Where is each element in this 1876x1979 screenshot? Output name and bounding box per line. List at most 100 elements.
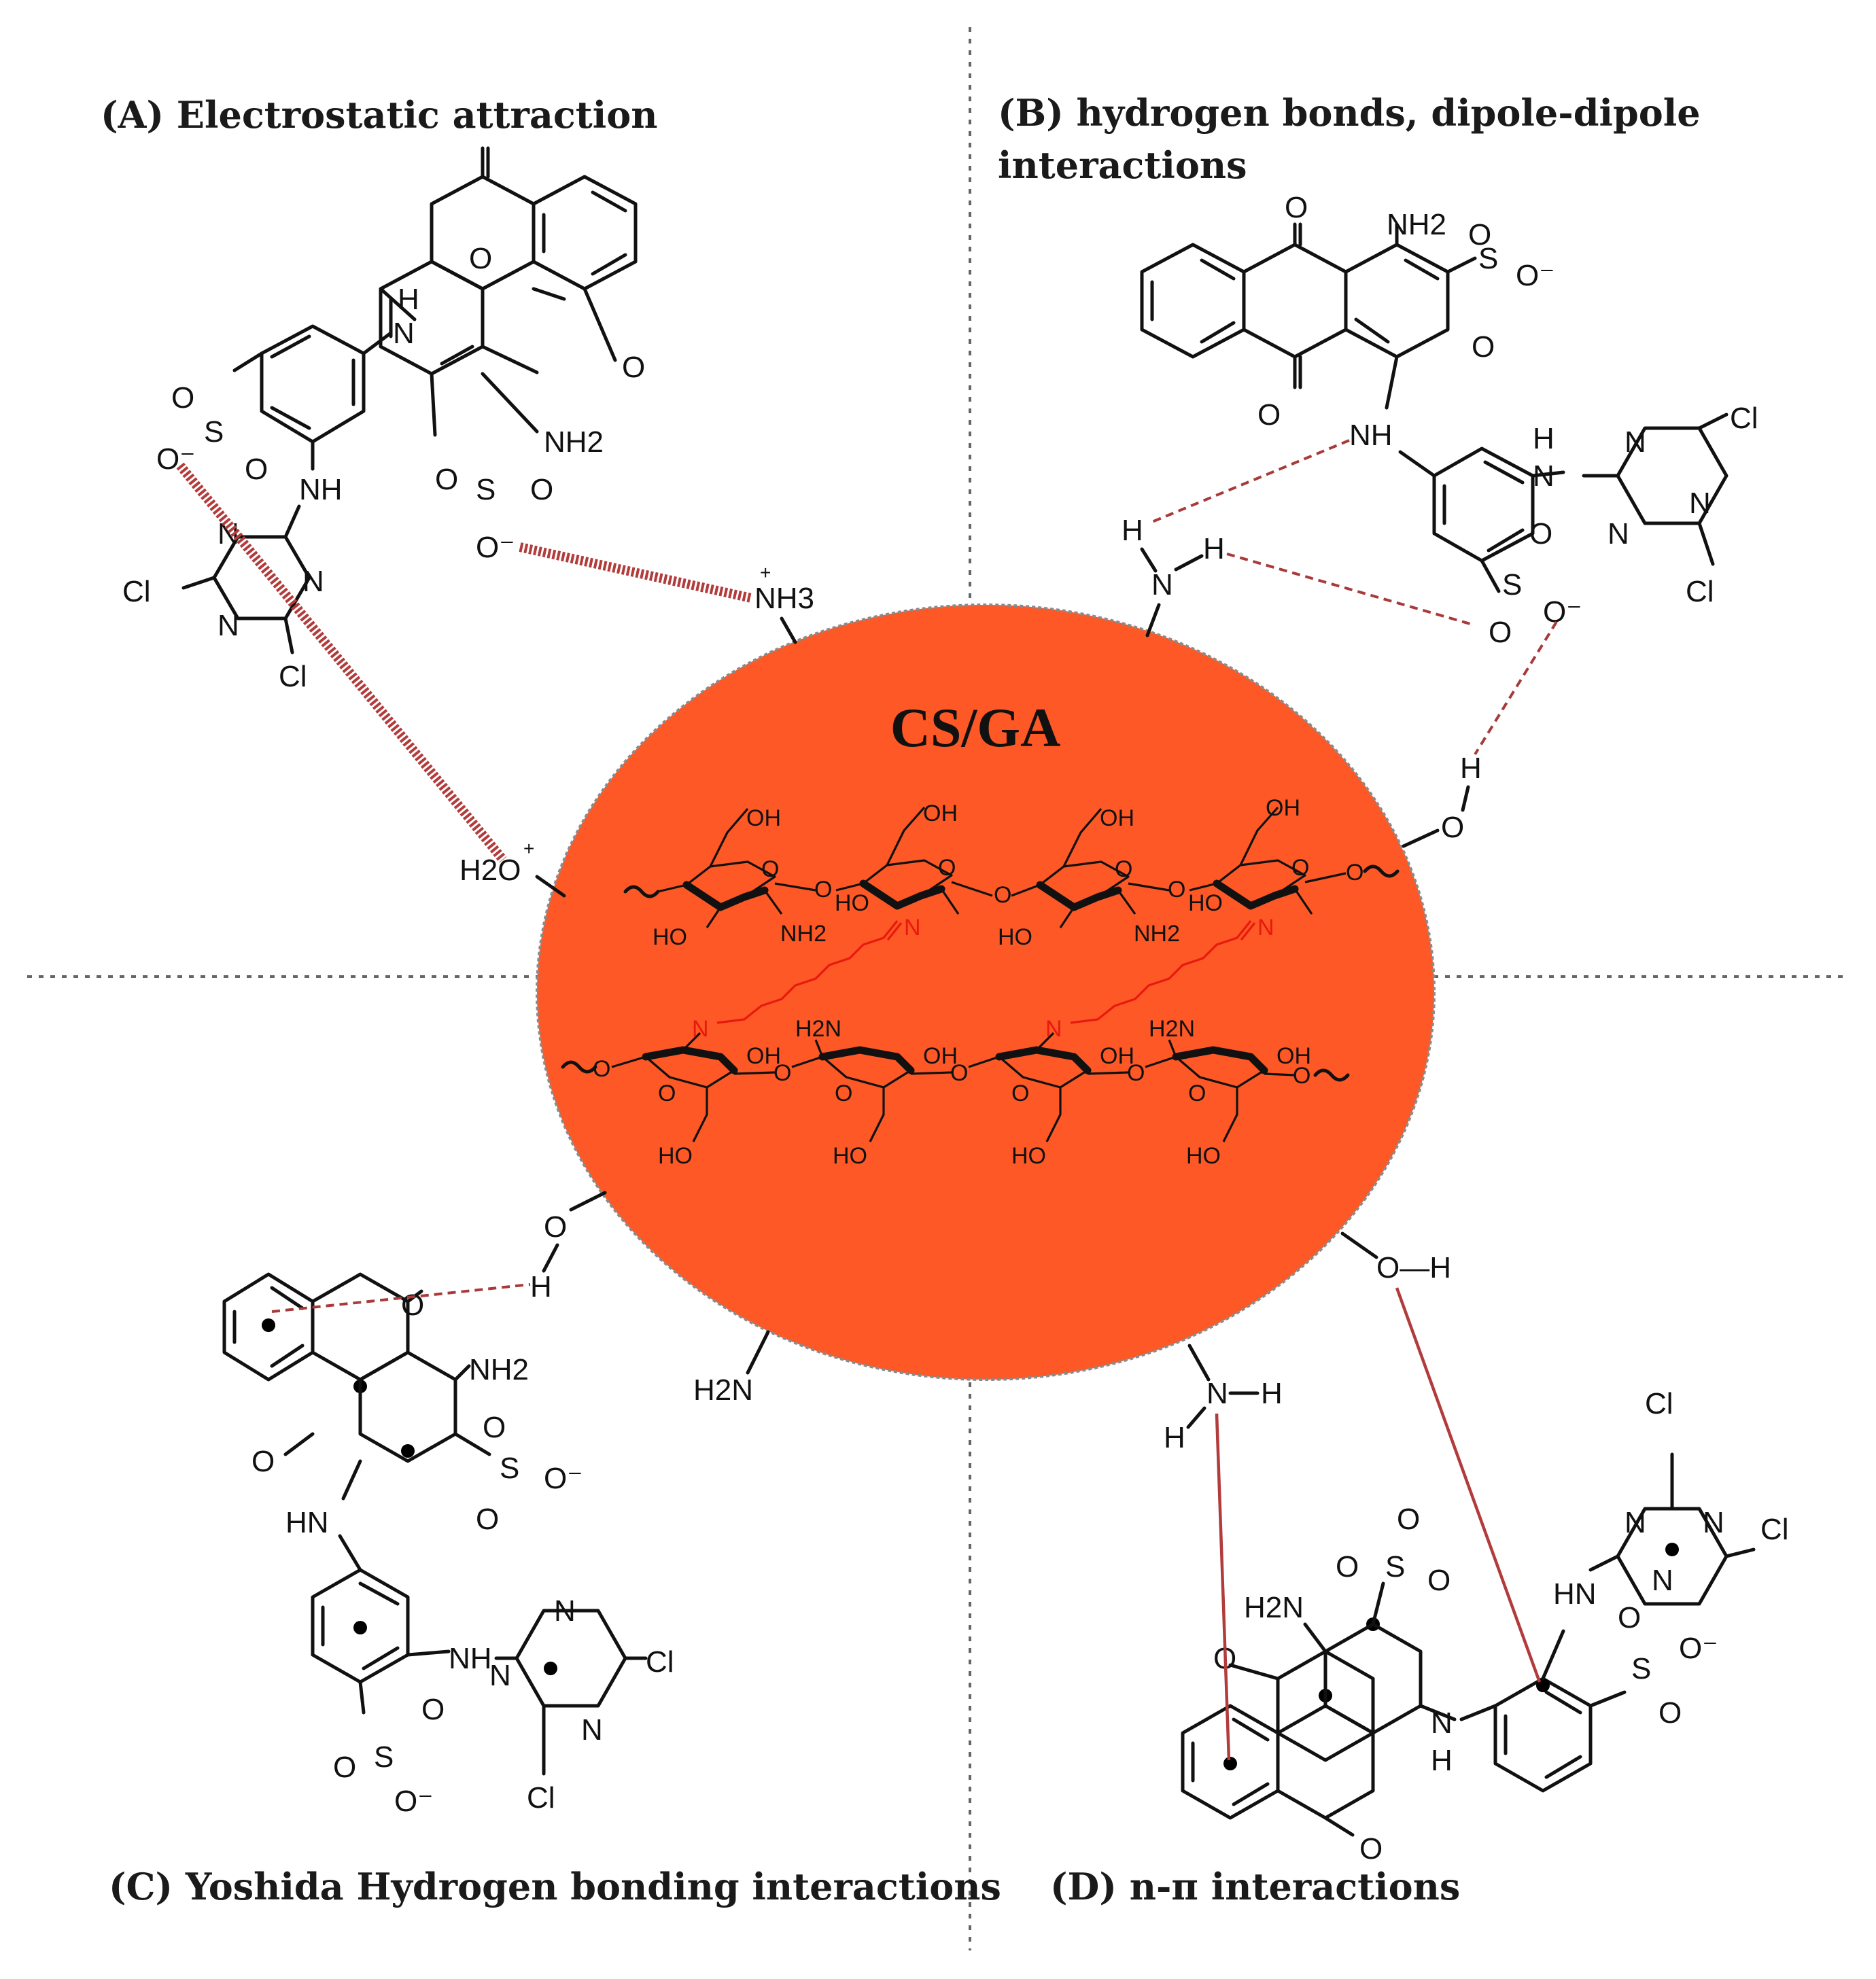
pi-center-dot <box>401 1444 415 1458</box>
cs-ga-particle: CS/GA O OH HO NH2 O <box>536 603 1436 1381</box>
triazine-n: N <box>489 1659 511 1692</box>
ring <box>260 324 366 444</box>
oh-label: OH <box>1266 795 1300 821</box>
surface-oh-group-b: O H <box>1402 752 1482 848</box>
oh-label: OH <box>746 805 781 831</box>
nh2-d-n: N <box>1206 1377 1228 1410</box>
o-ring: O <box>1291 855 1309 881</box>
triazine-n: N <box>1652 1564 1673 1597</box>
carbonyl-o: O <box>401 1289 424 1322</box>
hbond-b-3 <box>1474 620 1558 756</box>
o-glycosidic: O <box>774 1060 791 1086</box>
h2n-c-label: H2N <box>693 1373 753 1407</box>
sulfonyl-o: O <box>421 1693 445 1726</box>
chlorine-label: Cl <box>279 660 307 693</box>
o-glycosidic: O <box>950 1060 968 1086</box>
h2n-label: H2N <box>1149 1016 1195 1042</box>
oh-b-h: H <box>1460 752 1482 785</box>
ring <box>532 175 638 291</box>
pi-center-dot <box>544 1662 557 1675</box>
o-ring: O <box>1188 1081 1206 1106</box>
npi-link-1 <box>1215 1413 1231 1761</box>
surface-nh2-group-d: N H H <box>1164 1344 1283 1454</box>
n-imine: N <box>904 915 921 941</box>
chair-upper-1: O OH HO NH2 <box>653 805 827 950</box>
nh-n: N <box>1533 459 1554 493</box>
chitosan-chain-upper: O OH HO NH2 O O OH HO O <box>623 795 1400 950</box>
sulfonyl-o: O <box>245 453 268 486</box>
sulfonate-o-minus: O⁻ <box>1543 595 1582 629</box>
oh-label: OH <box>1276 1043 1311 1069</box>
cs-ga-core <box>536 603 1436 1381</box>
pi-center-dot <box>1223 1757 1237 1770</box>
carbonyl-o: O <box>469 242 492 275</box>
o-glycosidic: O <box>994 882 1011 908</box>
chair-upper-2: O OH HO <box>835 801 960 916</box>
nh2-b-h2: H <box>1203 532 1225 565</box>
chlorine-label: Cl <box>1686 575 1714 608</box>
nh2-label: NH2 <box>1134 921 1180 947</box>
nh-label: NH <box>449 1642 492 1675</box>
o-glycosidic: O <box>1346 860 1363 886</box>
surface-oh-group-c: O H <box>530 1191 607 1303</box>
hbond-c-1 <box>271 1283 531 1313</box>
hn-label: HN <box>285 1506 329 1539</box>
sulfur-label: S <box>1385 1550 1405 1583</box>
nh2-b-n: N <box>1151 568 1173 601</box>
sulfonyl-o: O <box>333 1751 356 1784</box>
panel-c-dye: O O NH2 S O O O⁻ HN NH N N N Cl Cl S O O… <box>222 1272 674 1818</box>
triazine-n: N <box>554 1594 576 1628</box>
triazine-n: N <box>218 609 239 642</box>
sulfonyl-o: O <box>171 381 194 415</box>
sulfur-label: S <box>476 473 496 506</box>
o-glycosidic: O <box>1168 877 1185 903</box>
sulfonyl-o: O <box>1489 616 1512 649</box>
ring <box>1344 243 1450 359</box>
sulfonate-o-minus: O⁻ <box>1516 259 1554 292</box>
sulfonyl-o: O <box>476 1503 499 1536</box>
amino-label: NH2 <box>469 1353 529 1386</box>
triazine-n: N <box>302 565 324 598</box>
oh-c-o: O <box>544 1210 567 1244</box>
oh-label: OH <box>923 1043 958 1069</box>
sulfonyl-o: O <box>435 463 458 496</box>
ring <box>1140 243 1246 359</box>
sulfonyl-o: O <box>1397 1503 1420 1536</box>
ho-label: HO <box>998 924 1032 950</box>
oh-label: OH <box>746 1043 781 1069</box>
nh3-charge: + <box>760 562 771 583</box>
chlorine-label: Cl <box>1645 1387 1673 1420</box>
ho-label: HO <box>835 890 869 916</box>
panel-d-dye: O O H2N S O O O N H S O O O⁻ HN N N N Cl… <box>1181 1387 1789 1866</box>
sulfonate-o-minus: O⁻ <box>544 1462 583 1495</box>
chlorine-label: Cl <box>646 1645 674 1679</box>
chlorine-label: Cl <box>122 575 151 608</box>
nh2-d-h2: H <box>1164 1421 1185 1454</box>
h2o-charge: + <box>523 838 534 859</box>
sulfur-label: S <box>500 1452 519 1485</box>
triazine-n: N <box>581 1713 603 1747</box>
ionic-link-2 <box>176 462 507 863</box>
triazine-n: N <box>1625 1506 1646 1539</box>
sulfonyl-o: O <box>1658 1696 1682 1730</box>
oh-b-o: O <box>1441 811 1464 844</box>
hn-label: HN <box>1553 1577 1597 1611</box>
nh-h: H <box>1431 1744 1453 1777</box>
panel-a-caption: (A) Electrostatic attraction <box>101 93 658 137</box>
surface-nh3-group: NH3 + <box>754 562 814 644</box>
ho-label: HO <box>658 1143 693 1169</box>
sulfonyl-o: O <box>1336 1550 1359 1583</box>
chair-upper-3: O OH HO NH2 <box>998 805 1180 950</box>
ring <box>1432 446 1535 563</box>
o-ring: O <box>1011 1081 1029 1106</box>
ho-label: HO <box>1188 890 1223 916</box>
triazine-n: N <box>1625 425 1646 459</box>
sulfur-label: S <box>1502 568 1522 601</box>
surface-oh-group-d: O—H <box>1340 1231 1451 1284</box>
amino-label: NH2 <box>544 425 604 459</box>
glutaraldehyde-crosslink-1: N N <box>692 915 921 1042</box>
nh2-label: NH2 <box>780 921 827 947</box>
sulfonyl-o: O <box>483 1411 506 1444</box>
panel-b-caption-line1: (B) hydrogen bonds, dipole-dipole <box>998 91 1701 135</box>
